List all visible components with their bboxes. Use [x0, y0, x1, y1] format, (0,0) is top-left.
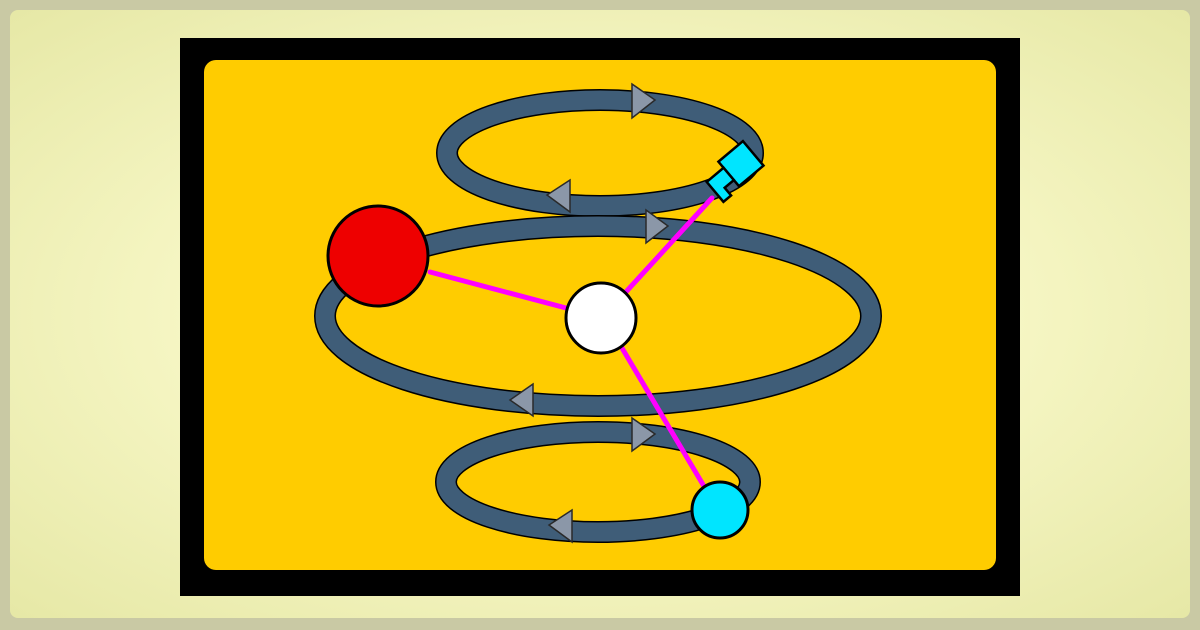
upper-orbit-right-arrow-icon	[631, 82, 657, 120]
middle-orbit-right-arrow-icon	[645, 208, 670, 245]
cyan-square-satellite-icon	[704, 139, 766, 204]
middle-orbit	[314, 215, 882, 417]
upper-orbit-left-arrow-icon	[545, 178, 571, 214]
lower-orbit	[435, 421, 761, 543]
cyan-circle-icon	[690, 480, 750, 540]
middle-orbit-left-arrow-icon	[508, 382, 534, 418]
red-circle-icon	[326, 204, 430, 308]
connector-center-to-lower-satellite	[619, 345, 708, 491]
lower-orbit-right-arrow-icon	[631, 416, 657, 453]
upper-orbit	[436, 89, 764, 217]
lower-orbit-left-arrow-icon	[547, 508, 573, 544]
connector-red-to-center	[427, 269, 569, 311]
white-circle-icon	[564, 281, 638, 355]
connector-center-to-upper-satellite	[621, 195, 715, 297]
